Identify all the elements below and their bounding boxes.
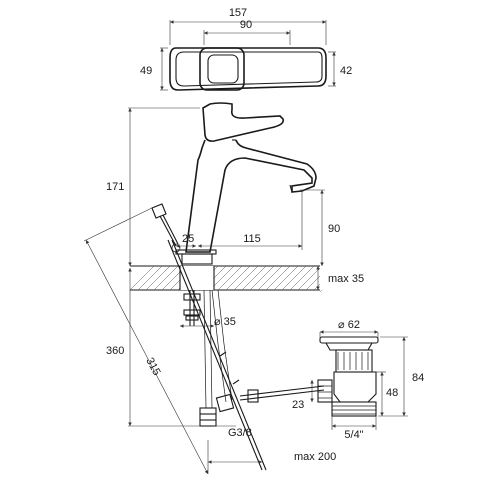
dimension-labels: 157 90 49 42 171 90 25 115 max 35 ⌀ 35 3… <box>106 7 424 463</box>
top-view <box>160 20 336 91</box>
label-rod-length: 315 <box>143 356 162 378</box>
lever-square-inner <box>207 54 239 84</box>
label-hole-dia: ⌀ 35 <box>214 316 236 328</box>
label-max-rod-reach: max 200 <box>294 451 336 463</box>
counter-hatch-line <box>129 265 155 291</box>
counter-hatch-line <box>257 265 283 291</box>
counter-hatch-line <box>289 265 315 291</box>
label-drain-thread: 5/4" <box>344 429 363 441</box>
counter-hatch-line <box>217 265 243 291</box>
counter-hatch-line <box>313 283 321 291</box>
counter-hatch-line <box>265 265 291 291</box>
faucet-body <box>185 139 317 253</box>
label-top-inner: 90 <box>240 19 252 31</box>
counter-hatch-line <box>225 265 251 291</box>
label-top-width: 157 <box>229 7 247 19</box>
label-drain-dia: ⌀ 62 <box>338 319 360 331</box>
hose-nut-right <box>215 393 235 413</box>
countertop <box>129 265 323 293</box>
label-drain-total-height: 84 <box>412 372 424 384</box>
lever <box>202 102 285 142</box>
label-hose-length: 360 <box>106 345 124 357</box>
counter-hatch-line <box>137 265 163 291</box>
lever-square-outer <box>199 47 245 91</box>
counter-hatch-line <box>281 265 307 291</box>
hose-nut-left <box>199 407 217 427</box>
counter-hatch-line <box>153 265 179 291</box>
counter-hatch-line <box>145 265 171 291</box>
drain-cap <box>319 336 379 344</box>
faucet-top-outline <box>169 47 327 91</box>
counter-hatch-line <box>249 265 275 291</box>
counter-hatch-line <box>241 265 267 291</box>
label-drain-body: 48 <box>386 387 398 399</box>
counter-hatch-line <box>319 289 323 293</box>
counter-hatch-line <box>233 265 259 291</box>
label-total-height: 171 <box>106 181 124 193</box>
label-spout-offset: 25 <box>182 233 194 245</box>
counter-hatch-line <box>273 265 299 291</box>
label-hose-thread: G3/8 <box>228 427 252 439</box>
label-spout-reach: 115 <box>243 233 261 245</box>
label-top-right-depth: 42 <box>340 65 352 77</box>
label-spout-height: 90 <box>328 223 340 235</box>
dimension-lines <box>83 107 408 475</box>
drain-assembly <box>317 336 379 417</box>
label-top-left-depth: 49 <box>140 65 152 77</box>
label-max-counter: max 35 <box>328 273 364 285</box>
popup-rod <box>151 203 181 253</box>
label-drain-offset: 23 <box>292 399 304 411</box>
